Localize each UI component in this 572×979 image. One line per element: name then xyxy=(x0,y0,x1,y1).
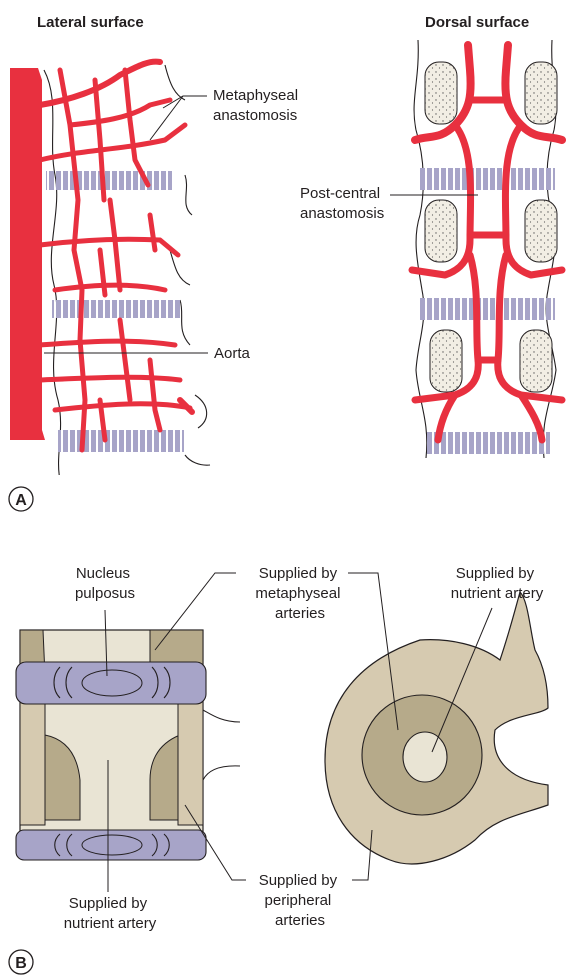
metaphyseal-supply-line-2: metaphyseal xyxy=(255,585,340,602)
sagittal-artery-branch-2 xyxy=(203,766,240,780)
panel-a-tag: A xyxy=(15,492,27,509)
lateral-disc-3 xyxy=(58,430,184,452)
lateral-surface-diagram xyxy=(10,62,210,480)
dorsal-surface-diagram xyxy=(412,40,562,458)
metaphyseal-label-line-2: anastomosis xyxy=(213,107,297,124)
peripheral-line-2: peripheral xyxy=(265,892,332,909)
dorsal-process-1-left-dots xyxy=(425,62,457,124)
dorsal-process-2-left-dots xyxy=(425,200,457,262)
nutrient-right-line-1: Supplied by xyxy=(456,565,535,582)
dorsal-process-2-right-dots xyxy=(525,200,557,262)
axial-nutrient-zone xyxy=(403,732,447,782)
postcentral-label-line-1: Post-central xyxy=(300,185,380,202)
dorsal-disc-2 xyxy=(420,298,555,320)
nutrient-left-line-2: nutrient artery xyxy=(64,915,157,932)
dorsal-processes xyxy=(425,62,557,392)
dorsal-disc-3 xyxy=(426,432,550,454)
nutrient-supply-label-left: Supplied by nutrient artery xyxy=(64,895,157,932)
peripheral-supply-label: Supplied by peripheral arteries xyxy=(259,872,342,929)
dorsal-process-1-right-dots xyxy=(525,62,557,124)
postcentral-label-line-2: anastomosis xyxy=(300,205,384,222)
nucleus-pulposus-upper xyxy=(82,670,142,696)
axial-section-diagram xyxy=(325,592,548,864)
postcentral-anastomosis-label: Post-central anastomosis xyxy=(300,185,384,222)
metaphyseal-anastomosis-label: Metaphyseal anastomosis xyxy=(213,87,302,124)
lateral-disc-2 xyxy=(52,300,182,318)
nucleus-label-line-1: Nucleus xyxy=(76,565,130,582)
dorsal-process-3-right-dots xyxy=(520,330,552,392)
peripheral-line-1: Supplied by xyxy=(259,872,338,889)
metaphyseal-supply-line-3: arteries xyxy=(275,605,325,622)
dorsal-surface-title: Dorsal surface xyxy=(425,14,529,31)
sagittal-section-diagram xyxy=(16,630,240,860)
dorsal-process-3-left-dots xyxy=(430,330,462,392)
nucleus-pulposus-lower xyxy=(82,835,142,855)
lateral-disc-1 xyxy=(46,171,172,190)
nucleus-pulposus-label: Nucleus pulposus xyxy=(75,565,135,602)
aorta-label: Aorta xyxy=(214,345,251,362)
dorsal-disc-1 xyxy=(420,168,555,190)
lateral-arterial-network xyxy=(40,62,192,450)
metaphyseal-supply-label: Supplied by metaphyseal arteries xyxy=(255,565,344,622)
aorta xyxy=(10,68,45,440)
lateral-surface-title: Lateral surface xyxy=(37,14,144,31)
nutrient-right-line-2: nutrient artery xyxy=(451,585,544,602)
sagittal-artery-branch-1 xyxy=(203,710,240,722)
peripheral-line-3: arteries xyxy=(275,912,325,929)
nutrient-supply-label-right: Supplied by nutrient artery xyxy=(451,565,544,602)
metaphyseal-label-line-1: Metaphyseal xyxy=(213,87,298,104)
nutrient-left-line-1: Supplied by xyxy=(69,895,148,912)
metaphyseal-supply-line-1: Supplied by xyxy=(259,565,338,582)
nucleus-label-line-2: pulposus xyxy=(75,585,135,602)
panel-b-tag: B xyxy=(15,955,27,972)
